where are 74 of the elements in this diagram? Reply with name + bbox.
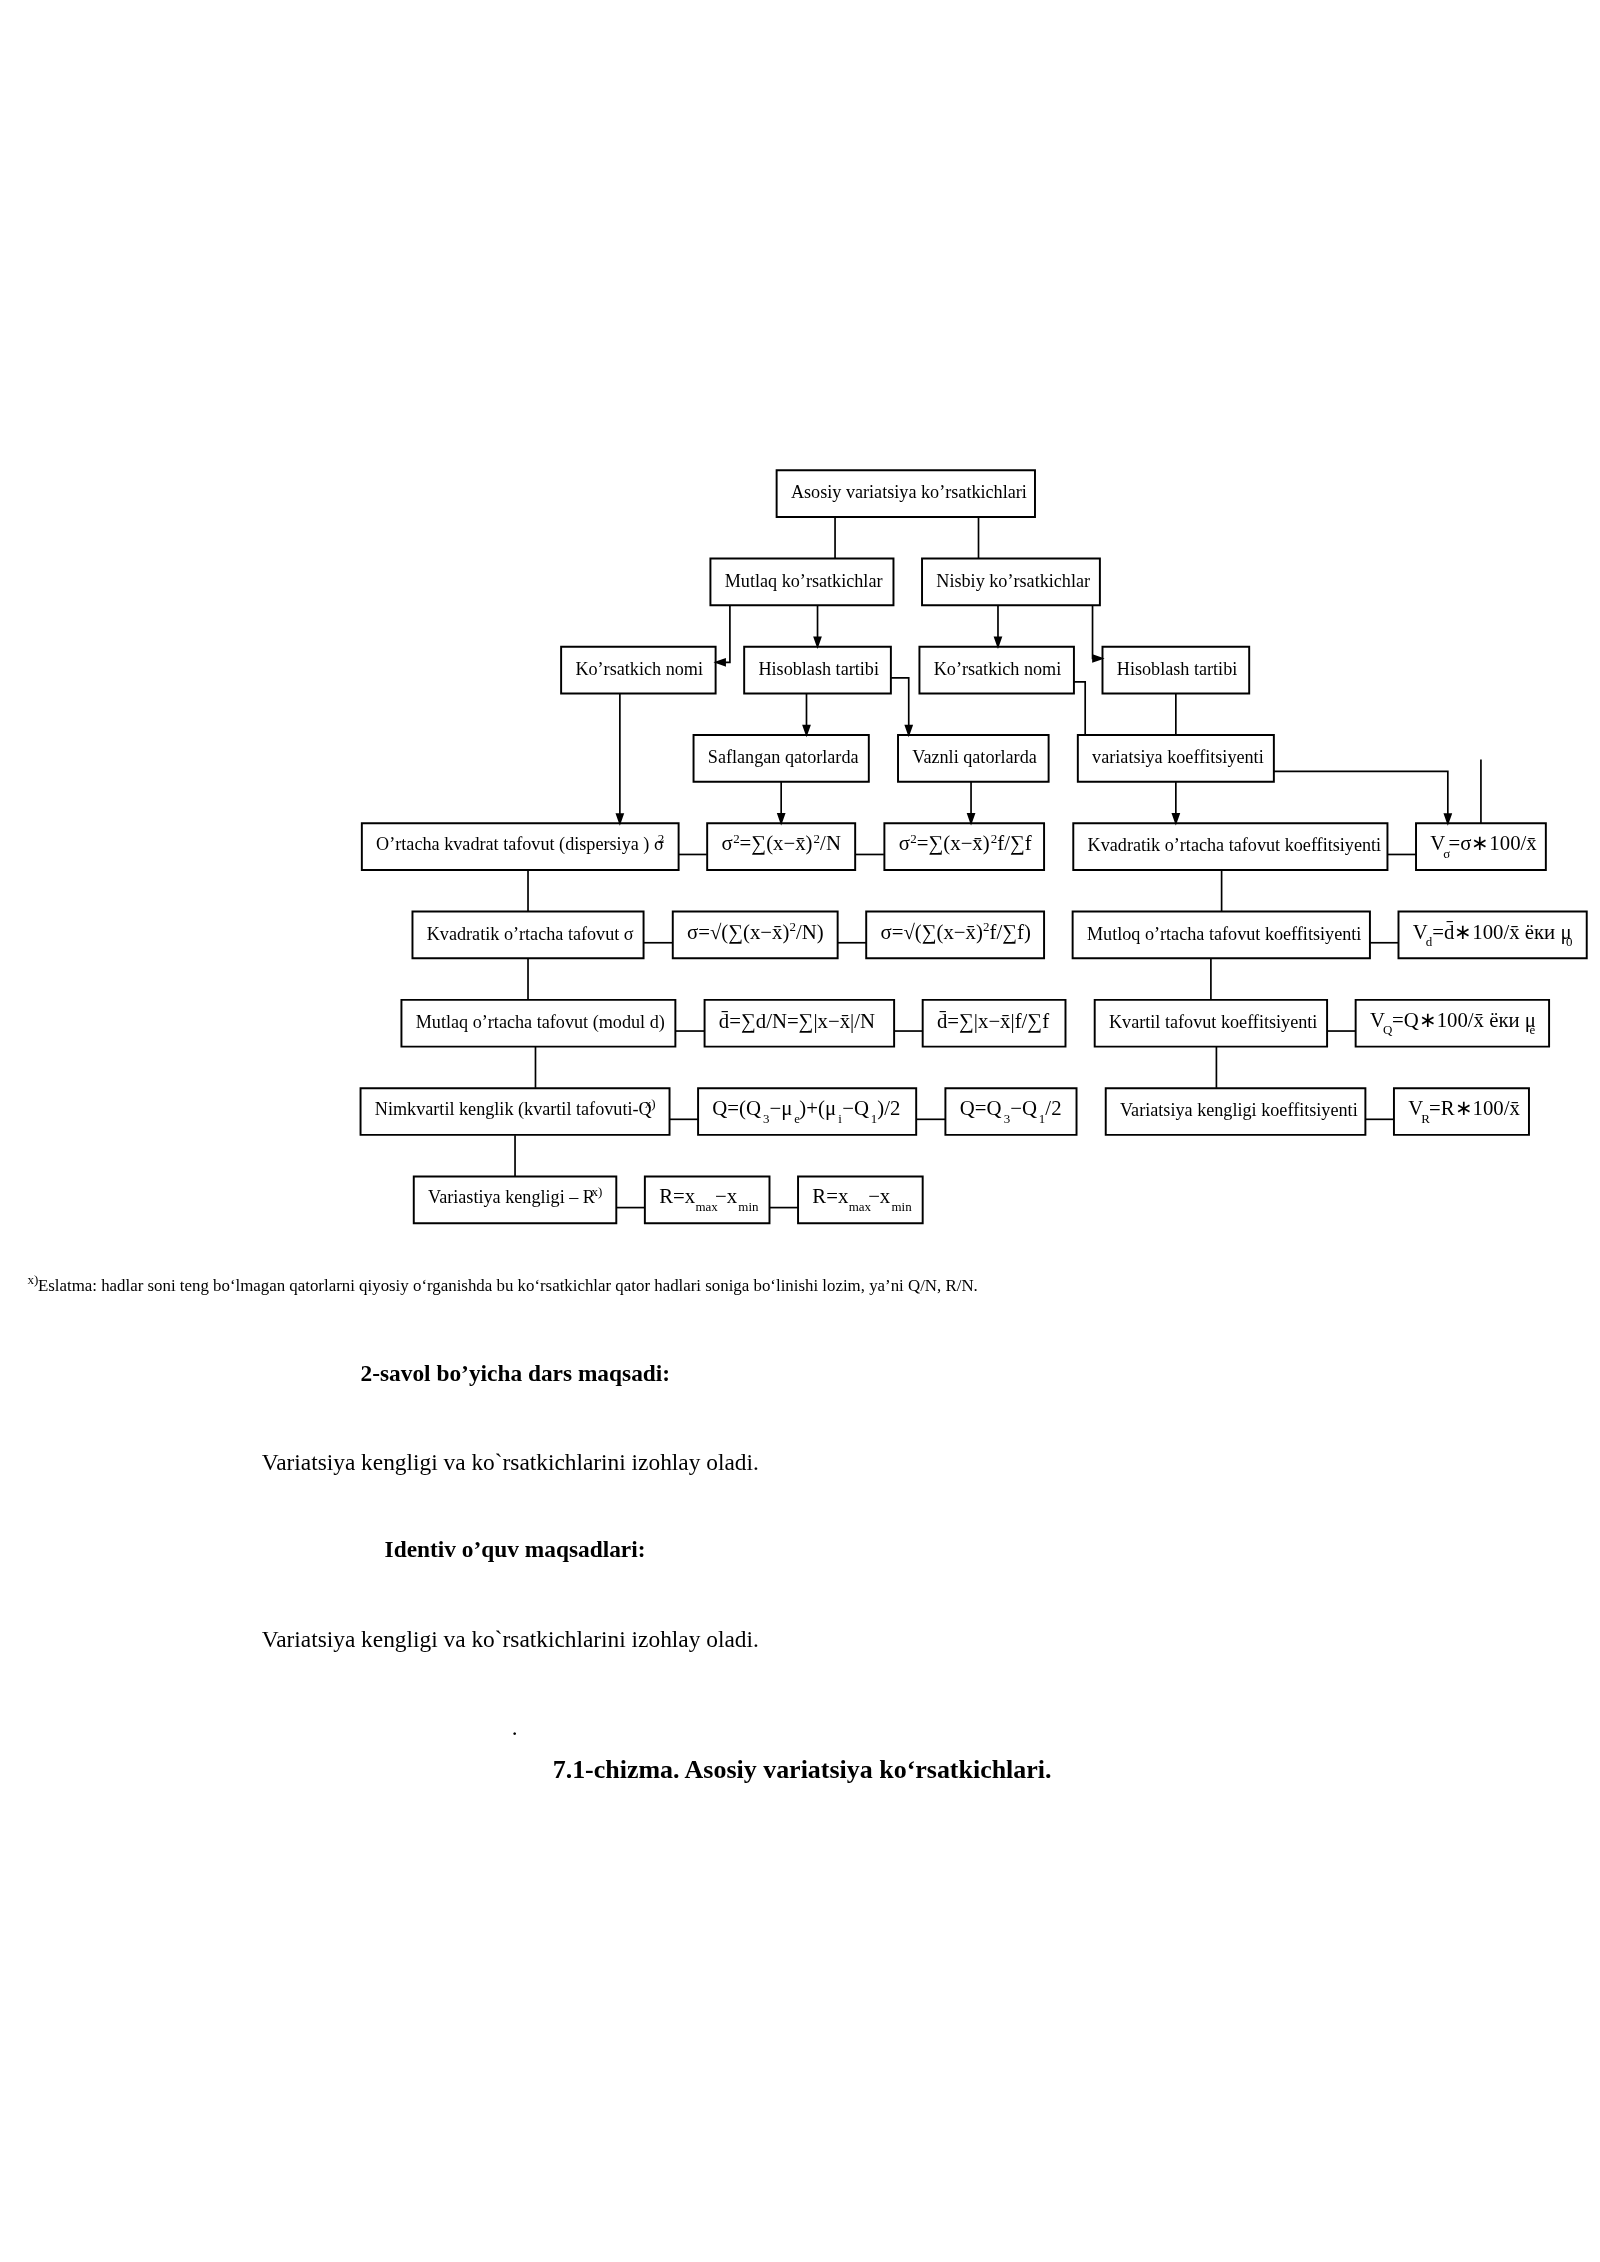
node-box: Mutloq o’rtacha tafovut koeffitsiyenti — [1071, 910, 1371, 960]
node-box: σ=√(∑(x−x̄)$^{2}$f/∑f) — [865, 910, 1046, 960]
connector — [514, 1134, 516, 1177]
arrow — [966, 781, 976, 826]
node-box: σ=√(∑(x−x̄)$^{2}$/N) — [671, 910, 839, 960]
connector — [1326, 1030, 1357, 1032]
connector — [1369, 941, 1400, 944]
label: Identiv o’quv maqsadlari: — [384, 1536, 646, 1563]
connector — [534, 1046, 537, 1089]
node-box: Hisoblash tartibi — [743, 645, 892, 695]
connector — [677, 853, 708, 856]
node-box: Ko’rsatkich nomi — [560, 645, 717, 695]
node-box: Q=Q$_{3}$−Q$_{1}$/2 — [944, 1087, 1078, 1136]
connector — [854, 853, 885, 856]
node-box: V$_{Q}$=Q∗100/x̄ ёки μ$_{e}$ — [1354, 998, 1551, 1048]
connector — [977, 516, 980, 559]
arrow — [890, 677, 914, 738]
connector — [1364, 1118, 1395, 1121]
node-box: Asosiy variatsiya ko’rsatkichlari — [775, 469, 1036, 518]
connector — [674, 1030, 706, 1032]
arrow — [813, 604, 822, 649]
node-box: V$_{R}$=R∗100/x̄ — [1392, 1087, 1530, 1136]
node-box: d̄=∑|x−x̄|f/∑f — [921, 998, 1067, 1048]
arrow — [1091, 604, 1105, 663]
caption: 7.1-chizma. Asosiy variatsiya ko‘rsatkichlari. — [552, 1754, 1052, 1784]
connector — [769, 1206, 799, 1209]
arrow — [615, 692, 625, 826]
node-box: σ$^{2}$=∑(x−x̄)$^{2}$f/∑f — [883, 822, 1046, 872]
node-box: variatsiya koeffitsiyenti — [1076, 734, 1275, 783]
node-box: R=x$_{max}$−x$_{min}$ — [643, 1175, 771, 1225]
node-box: d̄=∑d/N=∑|x−x̄|/N — [703, 998, 896, 1048]
node-box: Nisbiy ko’rsatkichlar — [921, 557, 1101, 607]
node-box: Vaznli qatorlarda — [897, 734, 1050, 783]
connector — [893, 1030, 924, 1032]
connector — [1210, 957, 1212, 1001]
node-box: Ko’rsatkich nomi — [918, 645, 1075, 695]
connector — [527, 869, 529, 913]
node-box: V$_{σ}$=σ∗100/x̄ — [1415, 822, 1547, 872]
label: 2-savol bo’yicha dars maqsadi: — [360, 1359, 671, 1386]
connector — [1480, 758, 1482, 824]
node-box: Kvartil tafovut koeffitsiyenti — [1093, 998, 1329, 1048]
connector — [1386, 853, 1417, 856]
node-box: Q=(Q$_{3}$−μ$_{e}$)+(μ$_{i}$−Q$_{1}$)/2 — [697, 1087, 918, 1136]
connector — [915, 1118, 946, 1121]
connector — [642, 941, 674, 944]
node-box: Variatsiya kengligi koeffitsiyenti — [1104, 1087, 1367, 1136]
arrow — [1171, 781, 1181, 826]
connector — [1073, 680, 1087, 736]
connector — [836, 941, 867, 944]
label: $^{x)}$Eslatma: hadlar soni teng bo‘lmagan qatorlarni qiyosiy o‘rganishda bu ko‘rsatkichlar qator hadlari soniga bo‘linishi lozim, ya’ni Q/N, R/N. — [27, 1271, 978, 1296]
connector — [615, 1206, 646, 1209]
connector — [527, 957, 529, 1001]
connector — [834, 516, 836, 559]
node-box: R=x$_{max}$−x$_{min}$ — [797, 1175, 924, 1225]
node-box: Saflangan qatorlarda — [692, 734, 870, 783]
node-box: σ$^{2}$=∑(x−x̄)$^{2}$/N — [706, 822, 857, 872]
label: Variatsiya kengligi va ko`rsatkichlarini izohlay oladi. — [261, 1625, 759, 1652]
node-box: Variastiya kengligi – R$^{x)}$ — [412, 1175, 618, 1225]
connector — [1220, 869, 1223, 913]
node-box: Kvadratik o’rtacha tafovut σ — [411, 910, 645, 960]
arrow — [713, 604, 731, 667]
node-box: Mutlaq ko’rsatkichlar — [709, 557, 895, 607]
label: . — [511, 1714, 518, 1741]
connector — [1175, 692, 1177, 736]
node-box: Kvadratik o’rtacha tafovut koeffitsiyenti — [1072, 822, 1389, 872]
connector — [1215, 1046, 1218, 1089]
arrow — [802, 692, 811, 738]
arrow — [993, 604, 1003, 649]
label: Variatsiya kengligi va ko`rsatkichlarini izohlay oladi. — [261, 1449, 759, 1476]
connector — [668, 1118, 699, 1121]
node-box: Hisoblash tartibi — [1101, 645, 1251, 695]
arrow — [1273, 770, 1453, 826]
node-box: Mutlaq o’rtacha tafovut (modul d) — [400, 998, 677, 1048]
arrow — [776, 781, 786, 826]
